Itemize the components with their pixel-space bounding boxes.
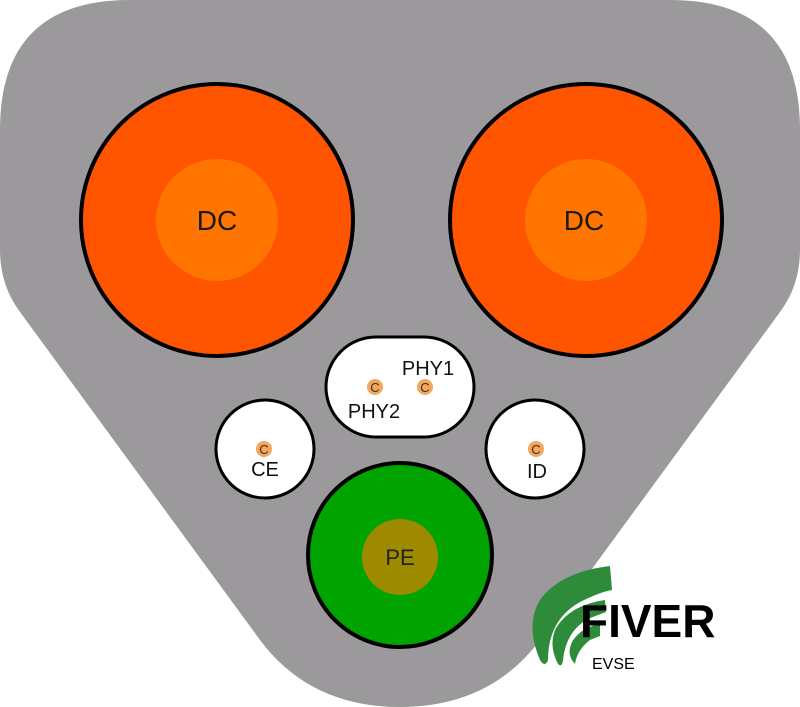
fiver-logo: FIVER EVSE	[532, 566, 715, 673]
contact-marker: C	[370, 380, 379, 395]
contact-marker: C	[420, 380, 429, 395]
phy1-label: PHY1	[402, 358, 454, 380]
ce-label: CE	[251, 459, 279, 481]
contact-marker: C	[531, 442, 540, 457]
dc-pin-left: DC	[79, 82, 355, 358]
id-label: ID	[527, 461, 547, 483]
dc-left-label: DC	[197, 205, 237, 236]
phy2-label: PHY2	[348, 401, 400, 423]
logo-swoosh-icon	[532, 566, 612, 666]
dc-pin-right: DC	[448, 82, 724, 358]
logo-sub: EVSE	[592, 656, 635, 673]
dc-right-label: DC	[564, 205, 604, 236]
ce-pin: C CE	[214, 398, 316, 500]
pe-pin: PE	[306, 461, 494, 649]
phy-pins: C C PHY1 PHY2	[324, 335, 476, 439]
pe-label: PE	[385, 545, 414, 570]
id-pin: C ID	[484, 398, 586, 500]
logo-brand: FIVER	[580, 595, 715, 647]
contact-marker: C	[259, 442, 268, 457]
